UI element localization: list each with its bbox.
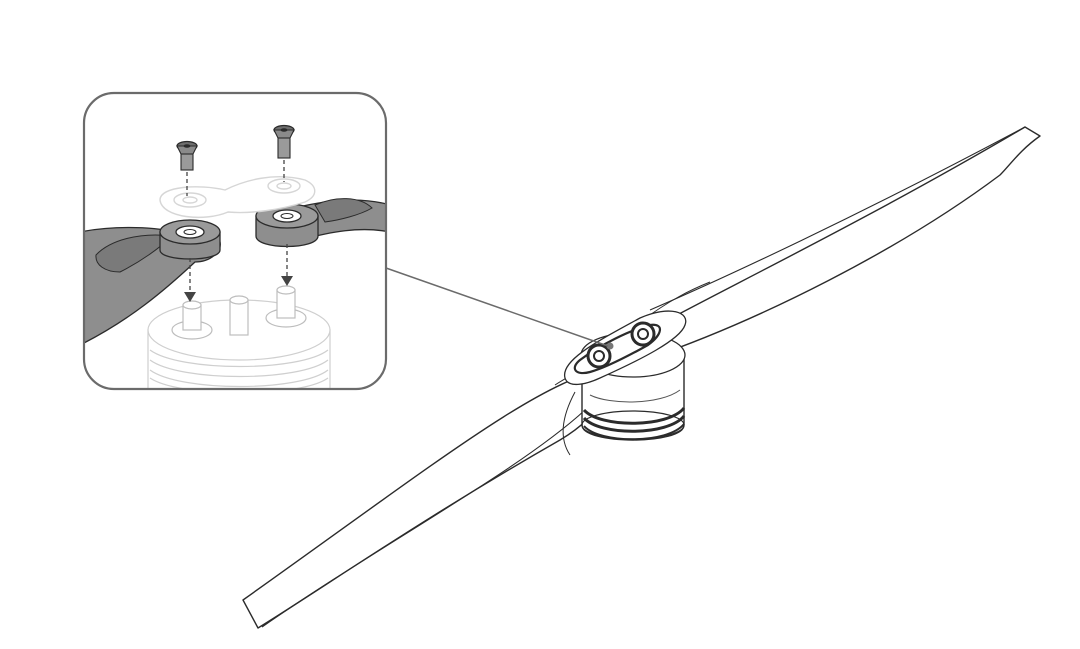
callout-leader-line <box>385 267 609 347</box>
inset-hub-left <box>159 219 221 260</box>
motor-shaft-center <box>229 295 249 336</box>
detail-inset-border <box>82 91 388 391</box>
motor-shaft-right <box>265 285 307 328</box>
propeller-blade-right <box>615 126 1041 359</box>
callout-dot <box>606 342 614 350</box>
propeller <box>242 126 1041 629</box>
motor-shaft-left <box>171 300 213 340</box>
mounting-screw-left <box>176 140 198 171</box>
detail-inset <box>82 91 388 391</box>
inset-clamp-plate <box>159 176 316 218</box>
assembly-guide-lines <box>186 160 288 292</box>
arrow-down-icon <box>184 292 196 302</box>
hub-clamp-plate <box>564 310 687 386</box>
arrow-down-icon <box>281 276 293 286</box>
propeller-blade-left <box>242 367 611 629</box>
mounting-screw-right <box>273 124 295 159</box>
